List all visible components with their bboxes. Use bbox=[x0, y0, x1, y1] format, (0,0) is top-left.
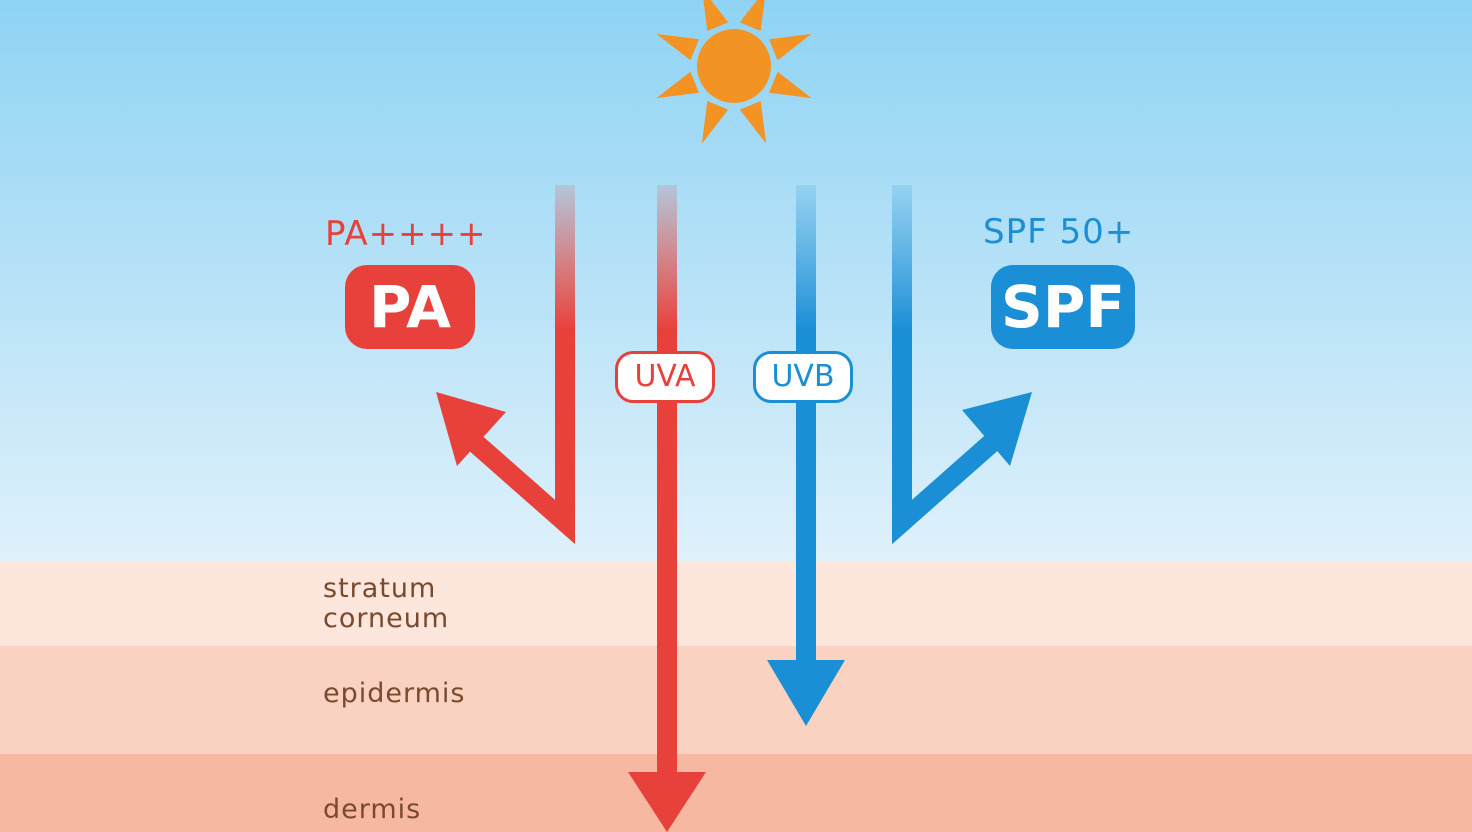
spf-rating-label: SPF 50+ bbox=[983, 212, 1135, 252]
sun-icon bbox=[656, 0, 812, 144]
stratum-corneum-layer bbox=[0, 562, 1472, 646]
pa-reflected-arrow-icon bbox=[436, 185, 575, 545]
uva-label: UVA bbox=[615, 351, 715, 403]
dermis-layer bbox=[0, 754, 1472, 832]
pa-badge: PA bbox=[345, 265, 475, 349]
sun-ray bbox=[701, 101, 729, 144]
epidermis-label: epidermis bbox=[323, 678, 466, 709]
pa-rating-label: PA++++ bbox=[325, 214, 487, 254]
sun-ray bbox=[656, 71, 699, 99]
sun-ray bbox=[769, 71, 812, 99]
epidermis-layer bbox=[0, 646, 1472, 754]
dermis-label: dermis bbox=[323, 794, 422, 825]
sun-ray bbox=[739, 0, 765, 31]
spf-badge: SPF bbox=[991, 265, 1135, 349]
sun-ray bbox=[703, 0, 729, 31]
sun-ray bbox=[656, 33, 699, 61]
sun-ray bbox=[769, 33, 812, 61]
sun-ray bbox=[739, 101, 767, 144]
uvb-label: UVB bbox=[753, 351, 853, 403]
uva-penetrating-arrow-icon bbox=[628, 185, 706, 832]
spf-reflected-arrow-icon bbox=[892, 185, 1032, 545]
